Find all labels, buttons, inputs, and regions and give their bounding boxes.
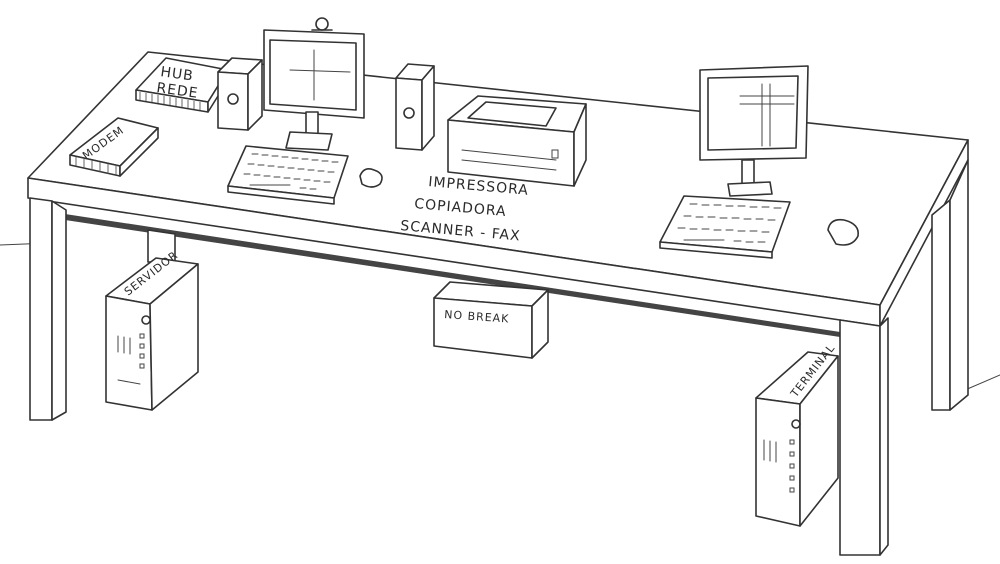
keyboard-right [659, 195, 791, 259]
rede-label: REDE [155, 80, 199, 102]
no-break-box: NO BREAK [433, 281, 549, 359]
mouse-right [827, 218, 860, 246]
keyboard-center [227, 145, 349, 205]
speaker-left [217, 57, 263, 131]
hub-label: HUB [159, 64, 194, 84]
mouse-center [359, 168, 383, 188]
monitor-center [263, 17, 365, 151]
printer: IMPRESSORA COPIADORA SCANNER - FAX [400, 95, 587, 245]
speaker-center [395, 63, 435, 151]
no-break-label: NO BREAK [444, 308, 510, 326]
terminal-tower: TERMINAL [755, 341, 839, 527]
webcam-icon [315, 17, 329, 31]
monitor-right [699, 65, 809, 197]
servidor-tower: SERVIDOR [105, 248, 199, 411]
